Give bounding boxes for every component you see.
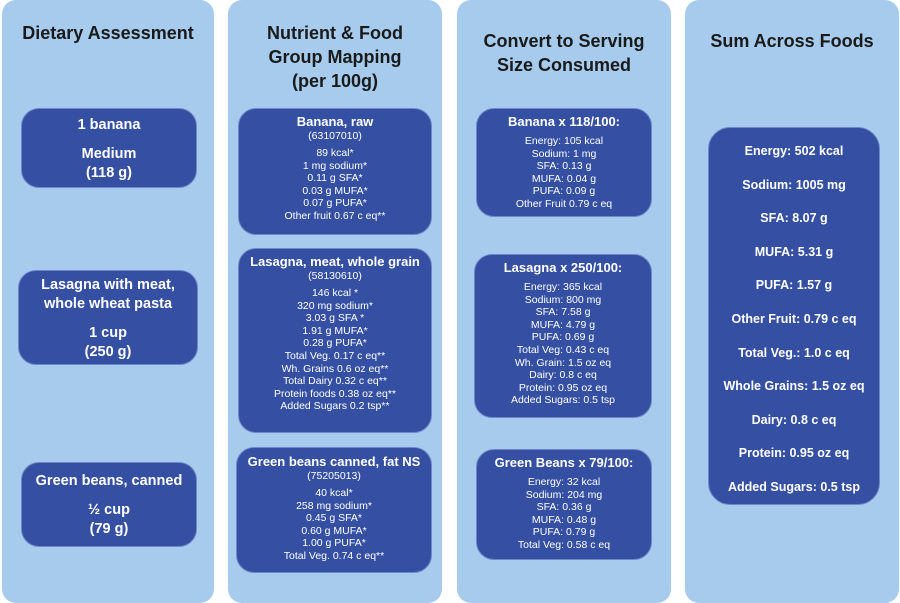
nutrient-line: MUFA: 0.48 g (531, 513, 597, 526)
nutrient-line: 3.03 g SFA * (305, 312, 365, 325)
nutrient-line: Sodium: 800 mg (524, 293, 602, 306)
nutrient-line: Energy: 105 kcal (524, 135, 604, 147)
food-name: Lasagna, meat, whole grain (250, 254, 420, 269)
serving-formula: Green Beans x 79/100: (494, 455, 634, 470)
mapping-box-green-beans: Green beans canned, fat NS(75205013) 40 k… (236, 447, 432, 573)
nutrient-line: Total Veg: 0.43 c eq (516, 343, 610, 356)
sum-line: SFA: 8.07 g (760, 211, 828, 226)
sum-line: Energy: 502 kcal (744, 144, 844, 158)
column-nutrient-mapping: Nutrient & Food Group Mapping (per 100g)… (228, 0, 442, 603)
nutrient-line: Energy: 32 kcal (527, 476, 601, 488)
food-name: Green beans, canned (35, 473, 183, 489)
serving-formula: Lasagna x 250/100: (503, 260, 623, 275)
portion: 1 cup (89, 325, 127, 341)
food-box-green-beans: Green beans, canned ½ cup (79 g) (21, 462, 197, 547)
nutrient-line: PUFA: 0.69 g (531, 331, 595, 344)
sum-line: Dairy: 0.8 c eq (751, 412, 837, 427)
nutrient-line: Total Dairy 0.32 c eq** (283, 375, 387, 388)
nutrient-line: Total Veg: 0.58 c eq (517, 538, 611, 551)
food-code: (75205013) (307, 470, 361, 482)
nutrient-line: Added Sugars: 0.5 tsp (511, 394, 615, 407)
food-name: Green beans canned, fat NS (247, 454, 421, 469)
grams: (79 g) (89, 521, 129, 537)
sum-line: Whole Grains: 1.5 oz eq (723, 379, 865, 394)
nutrient-line: Other Fruit 0.79 c eq (515, 197, 613, 210)
nutrient-line: Wh. Grain: 1.5 oz eq (514, 356, 612, 369)
food-name: 1 banana (77, 117, 141, 133)
grams: (250 g) (84, 344, 132, 360)
column-title: Convert to Serving Size Consumed (483, 31, 645, 75)
sum-line: Added Sugars: 0.5 tsp (728, 479, 860, 494)
mapping-box-banana: Banana, raw(63107010) 89 kcal*1 mg sodium… (238, 108, 432, 235)
nutrient-line: Protein: 0.95 oz eq (518, 381, 608, 394)
nutrient-line: SFA: 0.13 g (536, 160, 592, 173)
nutrient-line: SFA: 7.58 g (535, 306, 591, 319)
nutrient-line: 0.03 g MUFA* (302, 184, 368, 197)
column-title: Nutrient & Food Group Mapping (per 100g) (267, 23, 403, 91)
mapping-box-lasagna: Lasagna, meat, whole grain(58130610) 146 … (238, 248, 432, 433)
column-serving-conversion: Convert to Serving Size Consumed Banana … (457, 0, 671, 603)
nutrient-line: 0.11 g SFA* (307, 172, 363, 185)
nutrient-line: Total Veg. 0.74 c eq** (283, 549, 385, 562)
food-name: Banana, raw (296, 114, 374, 129)
nutrient-line: 0.45 g SFA* (305, 512, 363, 525)
sum-line: MUFA: 5.31 g (754, 244, 834, 259)
food-code: (63107010) (308, 130, 362, 142)
nutrient-line: MUFA: 4.79 g (530, 318, 596, 331)
nutrient-line: Dairy: 0.8 c eq (529, 369, 597, 382)
nutrient-line: 40 kcal* (315, 487, 353, 499)
nutrient-line: SFA: 0.36 g (536, 501, 592, 514)
nutrient-line: 0.07 g PUFA* (303, 197, 367, 210)
sum-line: Other Fruit: 0.79 c eq (731, 311, 857, 326)
column-title: Sum Across Foods (710, 31, 874, 51)
sum-line: Total Veg.: 1.0 c eq (738, 345, 850, 360)
nutrient-line: Wh. Grains 0.6 oz eq** (281, 362, 389, 375)
nutrient-line: Other fruit 0.67 c eq** (284, 209, 386, 222)
nutrient-line: 0.28 g PUFA* (303, 337, 367, 350)
nutrient-line: Sodium: 1 mg (531, 147, 597, 160)
sum-line: PUFA: 1.57 g (755, 278, 833, 293)
food-box-banana: 1 banana Medium (118 g) (21, 108, 197, 188)
nutrient-line: PUFA: 0.09 g (532, 185, 596, 198)
serving-formula: Banana x 118/100: (507, 114, 621, 129)
nutrient-line: 1.00 g PUFA* (302, 537, 366, 550)
nutrient-line: Added Sugars 0.2 tsp** (280, 400, 390, 413)
nutrient-line: 258 mg sodium* (296, 499, 372, 512)
nutrient-line: Total Veg. 0.17 c eq** (284, 349, 386, 362)
sum-line: Sodium: 1005 mg (742, 177, 846, 192)
nutrient-line: Sodium: 204 mg (525, 488, 603, 501)
nutrient-line: Energy: 365 kcal (523, 281, 603, 293)
nutrient-line: 89 kcal* (316, 147, 354, 159)
nutrient-line: 0.60 g MUFA* (301, 524, 367, 537)
food-name: Lasagna with meat, whole wheat pasta (41, 277, 175, 312)
nutrient-line: MUFA: 0.04 g (531, 172, 597, 185)
food-box-lasagna: Lasagna with meat, whole wheat pasta 1 c… (18, 270, 198, 365)
nutrient-line: 320 mg sodium* (297, 299, 373, 312)
nutrient-line: PUFA: 0.79 g (532, 526, 596, 539)
nutrient-line: 1 mg sodium* (302, 159, 368, 172)
nutrient-line: 146 kcal * (311, 287, 359, 299)
portion: ½ cup (88, 502, 130, 518)
sum-line: Protein: 0.95 oz eq (738, 446, 850, 461)
nutrient-line: 1.91 g MUFA* (302, 324, 368, 337)
food-code: (58130610) (308, 270, 362, 282)
grams: (118 g) (86, 165, 132, 181)
column-title: Dietary Assessment (22, 23, 194, 43)
column-dietary-assessment: Dietary Assessment 1 banana Medium (118 … (2, 0, 214, 603)
portion: Medium (81, 146, 137, 162)
nutrient-line: Protein foods 0.38 oz eq** (273, 387, 396, 400)
